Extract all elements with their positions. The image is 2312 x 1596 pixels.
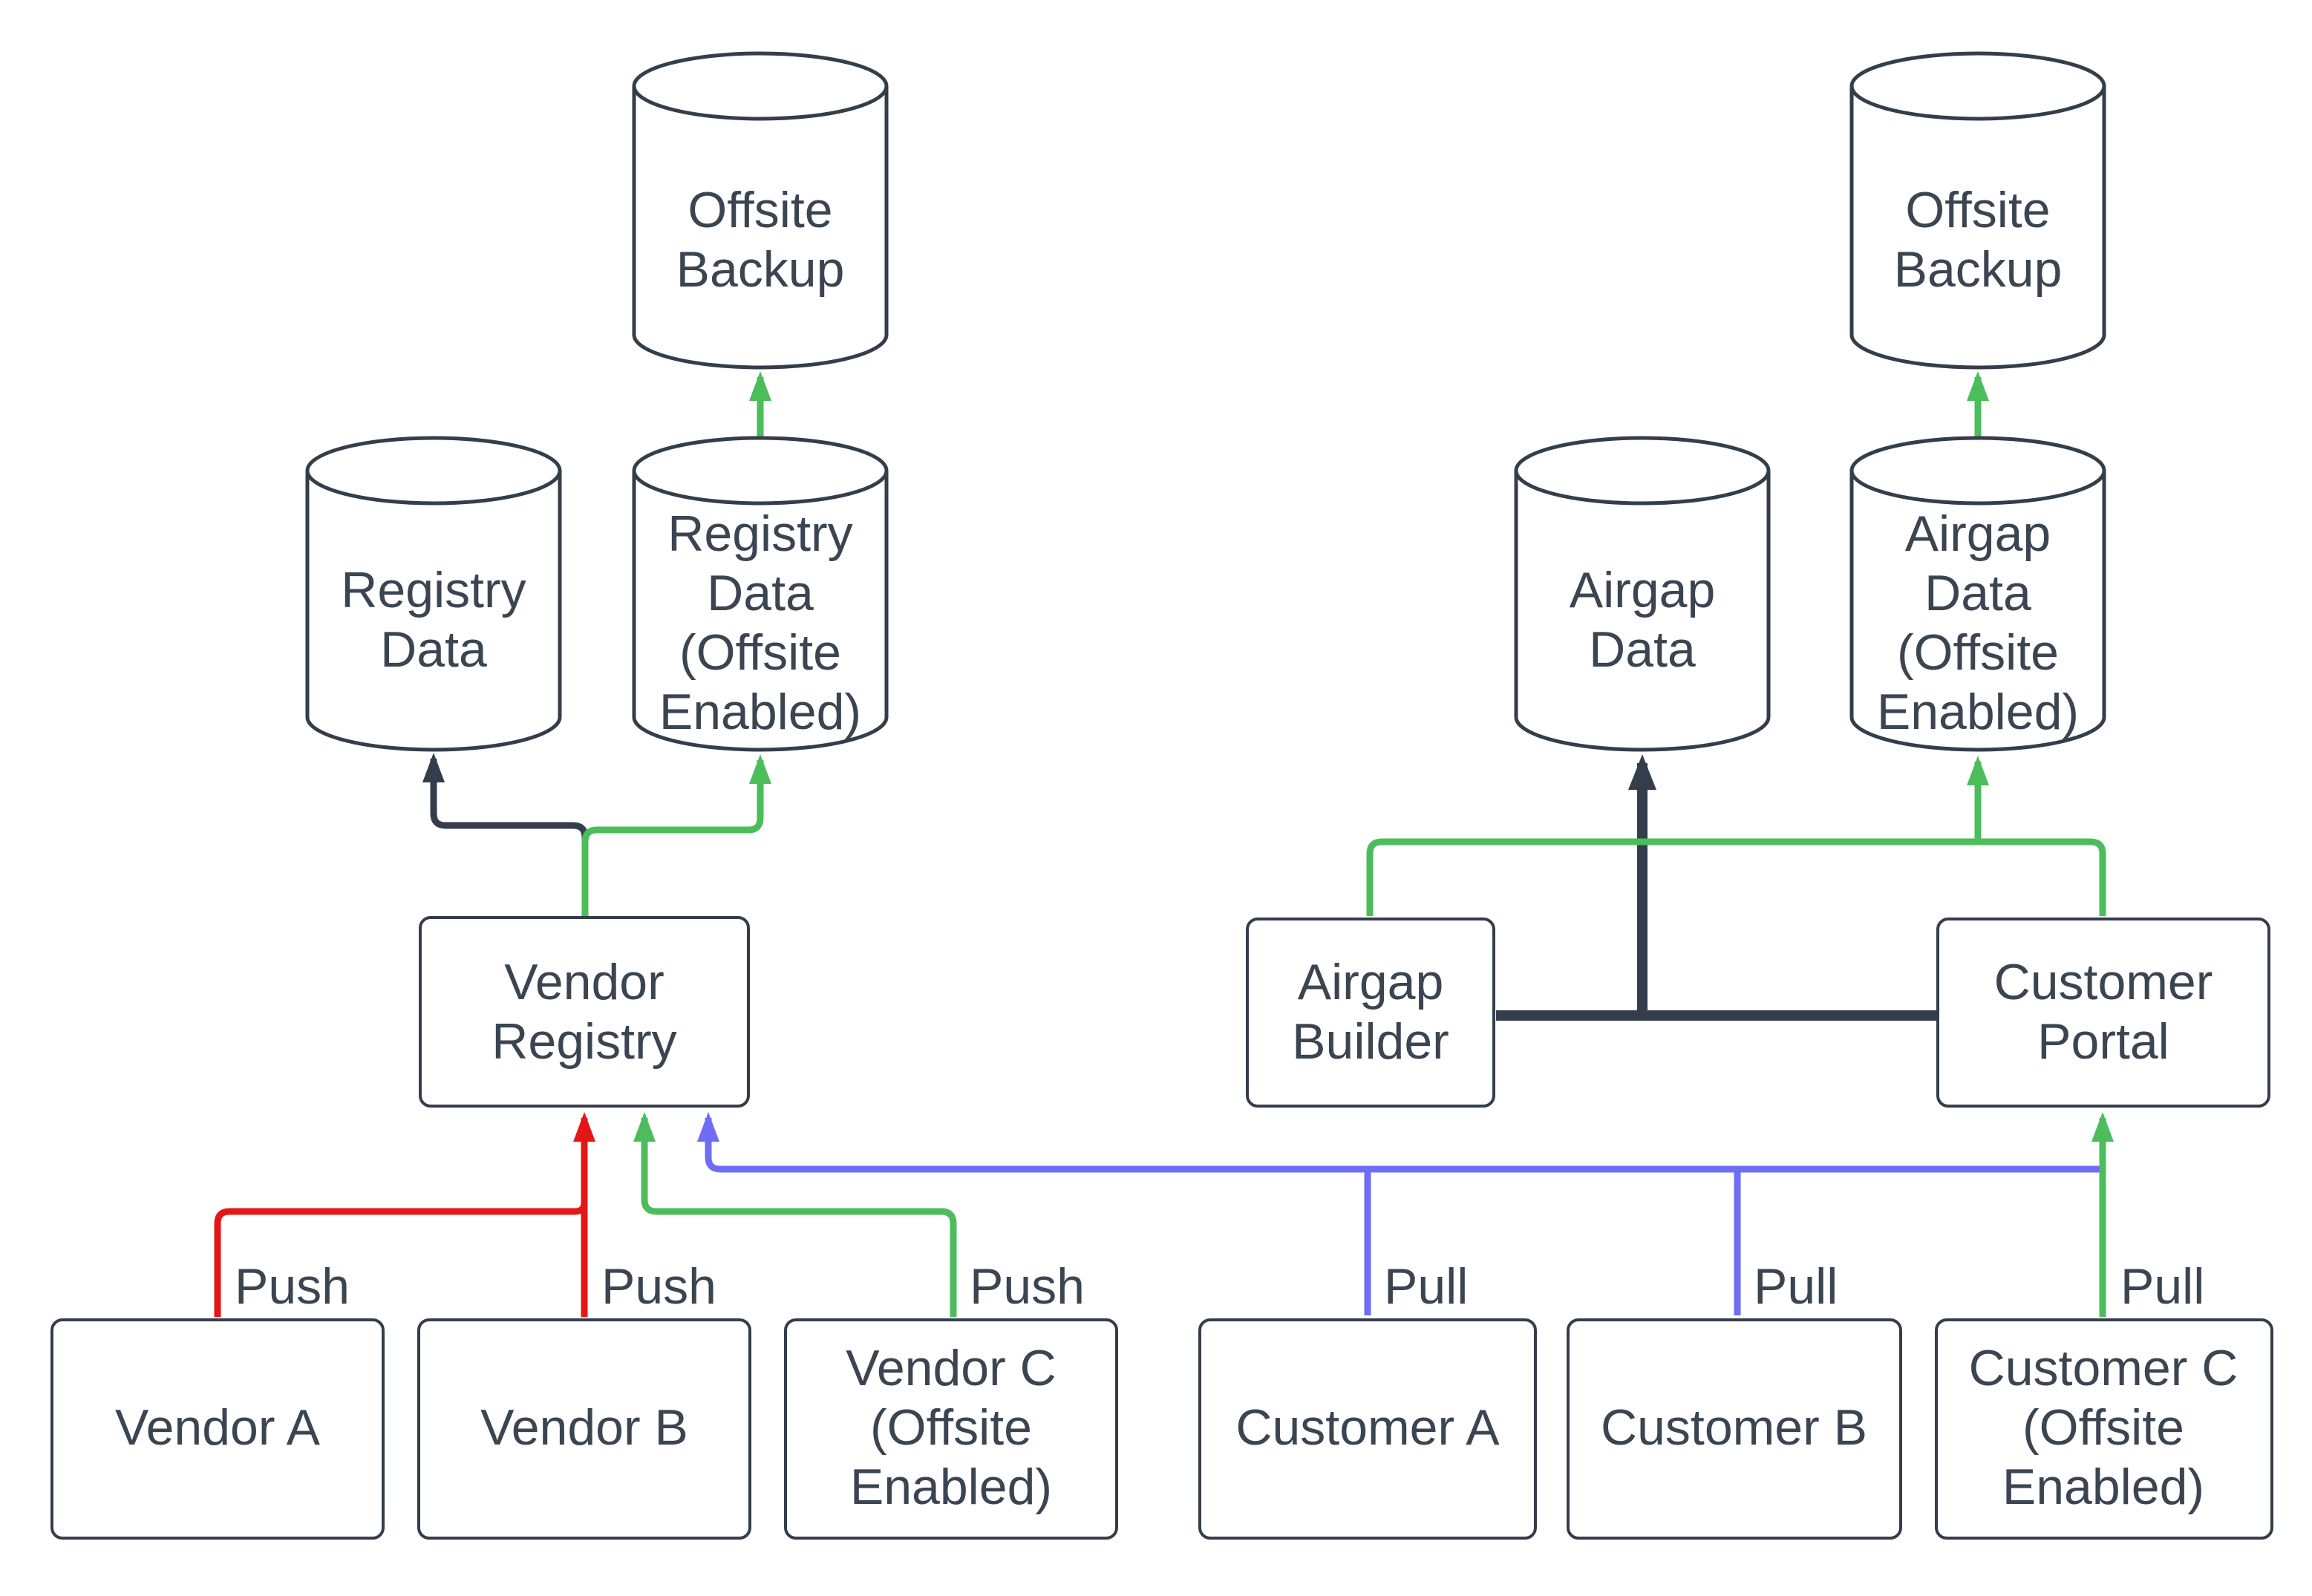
database-icon bbox=[632, 436, 889, 752]
arrowhead-offsitebackup-right bbox=[1967, 371, 1989, 401]
cylinder-label: Airgap Data bbox=[1569, 563, 1716, 678]
database-icon bbox=[1849, 436, 2106, 752]
edge-customers-to-registry bbox=[705, 1118, 2103, 1173]
cylinder-offsite-backup-left: Offsite Backup bbox=[632, 51, 889, 370]
edge-label-push-b: Push bbox=[601, 1259, 716, 1315]
cylinder-label: Airgap Data (Offsite Enabled) bbox=[1876, 506, 2080, 741]
node-airgap-builder: Airgap Builder bbox=[1246, 918, 1495, 1108]
node-customer-a: Customer A bbox=[1198, 1318, 1537, 1540]
database-icon bbox=[1514, 436, 1771, 752]
cylinder-label: Offsite Backup bbox=[1893, 183, 2063, 298]
cylinder-label: Offsite Backup bbox=[676, 183, 845, 298]
arrowhead-airgapdata-offsite bbox=[1967, 756, 1989, 785]
cylinder-registry-data-offsite: Registry Data (Offsite Enabled) bbox=[632, 436, 889, 752]
node-vendor-b: Vendor B bbox=[417, 1318, 751, 1540]
edge-vendorc-to-registry bbox=[641, 1118, 957, 1317]
cylinder-airgap-data-offsite: Airgap Data (Offsite Enabled) bbox=[1849, 436, 2106, 752]
node-vendor-a: Vendor A bbox=[50, 1318, 385, 1540]
edge-label-push-c: Push bbox=[970, 1259, 1085, 1315]
edge-label-pull-c: Pull bbox=[2120, 1259, 2205, 1315]
cylinder-airgap-data: Airgap Data bbox=[1514, 436, 1771, 752]
arrowhead-offsitebackup-left bbox=[749, 371, 771, 401]
edge-vendora-to-registry bbox=[214, 1202, 588, 1317]
arrowhead-registrydata bbox=[422, 753, 445, 782]
edge-registry-to-registrydata-offsite bbox=[581, 760, 764, 916]
edge-registry-to-registrydata bbox=[430, 759, 589, 916]
edge-label-pull-b: Pull bbox=[1754, 1259, 1838, 1315]
node-vendor-c: Vendor C (Offsite Enabled) bbox=[784, 1318, 1118, 1540]
cylinder-label: Registry Data (Offsite Enabled) bbox=[659, 506, 862, 741]
cylinder-label: Registry Data bbox=[341, 563, 526, 678]
arrowhead-customerc-pull bbox=[2091, 1112, 2114, 1142]
node-customer-b: Customer B bbox=[1567, 1318, 1901, 1540]
arrowhead-vendorc-push bbox=[633, 1112, 656, 1142]
node-customer-c: Customer C (Offsite Enabled) bbox=[1934, 1318, 2273, 1540]
node-vendor-registry: Vendor Registry bbox=[419, 916, 750, 1108]
cylinder-registry-data: Registry Data bbox=[305, 436, 562, 752]
edge-builder-portal-green bbox=[1366, 838, 2106, 916]
cylinder-offsite-backup-right: Offsite Backup bbox=[1849, 51, 2106, 370]
arrowhead-registrydata-offsite bbox=[749, 754, 771, 784]
arrowhead-customers-pull bbox=[697, 1112, 719, 1142]
edge-label-pull-a: Pull bbox=[1384, 1259, 1469, 1315]
arrowhead-airgapdata bbox=[1628, 754, 1656, 790]
node-customer-portal: Customer Portal bbox=[1936, 918, 2270, 1108]
database-icon bbox=[305, 436, 562, 752]
database-icon bbox=[1849, 51, 2106, 370]
arrowhead-vendorb-push bbox=[573, 1112, 595, 1142]
edge-label-push-a: Push bbox=[235, 1259, 350, 1315]
database-icon bbox=[632, 51, 889, 370]
